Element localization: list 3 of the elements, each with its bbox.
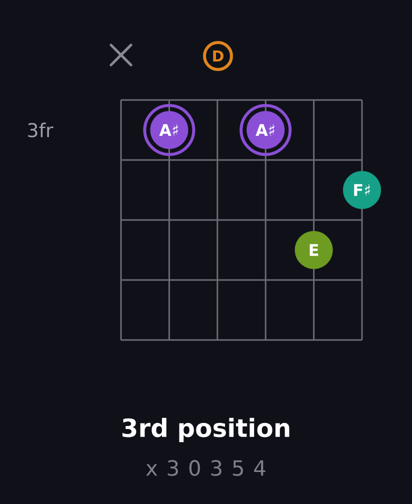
title: 3rd position: [122, 418, 290, 442]
tab-notation: x 3 0 3 5 4: [146, 460, 266, 476]
fret-number: 3fr: [28, 122, 54, 138]
